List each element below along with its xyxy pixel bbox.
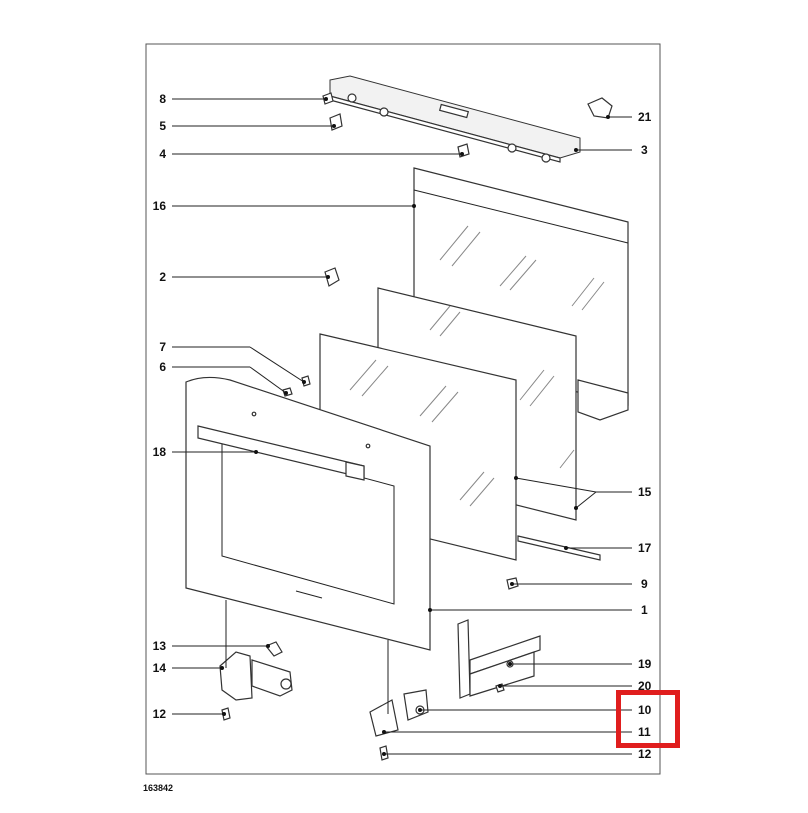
clip-part-2 — [324, 267, 340, 287]
callout-8: 8 — [159, 92, 166, 106]
callout-13: 13 — [152, 639, 166, 653]
callout-16: 16 — [152, 199, 166, 213]
diagram-frame — [145, 43, 661, 775]
callout-7: 7 — [159, 340, 166, 354]
hinge-center-part — [369, 689, 429, 761]
top-rail-part — [329, 75, 581, 163]
highlight-box — [616, 690, 680, 748]
callout-1: 1 — [641, 603, 648, 617]
callout-19: 19 — [638, 657, 652, 671]
hinge-left-part — [219, 641, 293, 721]
callout-9: 9 — [641, 577, 648, 591]
callout-11: 11 — [638, 725, 651, 739]
callout-18: 18 — [152, 445, 166, 459]
callout-20: 20 — [638, 679, 652, 693]
callout-14: 14 — [152, 661, 166, 675]
callout-17: 17 — [638, 541, 652, 555]
callout-3: 3 — [641, 143, 648, 157]
clip-part-5 — [329, 113, 343, 131]
callout-10: 10 — [638, 703, 652, 717]
door-front-part — [185, 376, 431, 651]
callout-12-left: 12 — [152, 707, 166, 721]
reference-number: 163842 — [143, 783, 174, 793]
callout-12-right: 12 — [638, 747, 652, 761]
callout-2: 2 — [159, 270, 166, 284]
clip-part-8 — [322, 92, 334, 105]
hinge-right-part — [457, 619, 541, 699]
callout-15: 15 — [638, 485, 652, 499]
callout-5: 5 — [159, 119, 166, 133]
callout-21: 21 — [638, 110, 652, 124]
rod-part-17 — [517, 535, 601, 561]
leader-lines — [172, 98, 632, 755]
clip-part-21 — [587, 97, 613, 119]
leader-dots — [220, 97, 610, 756]
callout-4: 4 — [159, 147, 166, 161]
callout-6: 6 — [159, 360, 166, 374]
